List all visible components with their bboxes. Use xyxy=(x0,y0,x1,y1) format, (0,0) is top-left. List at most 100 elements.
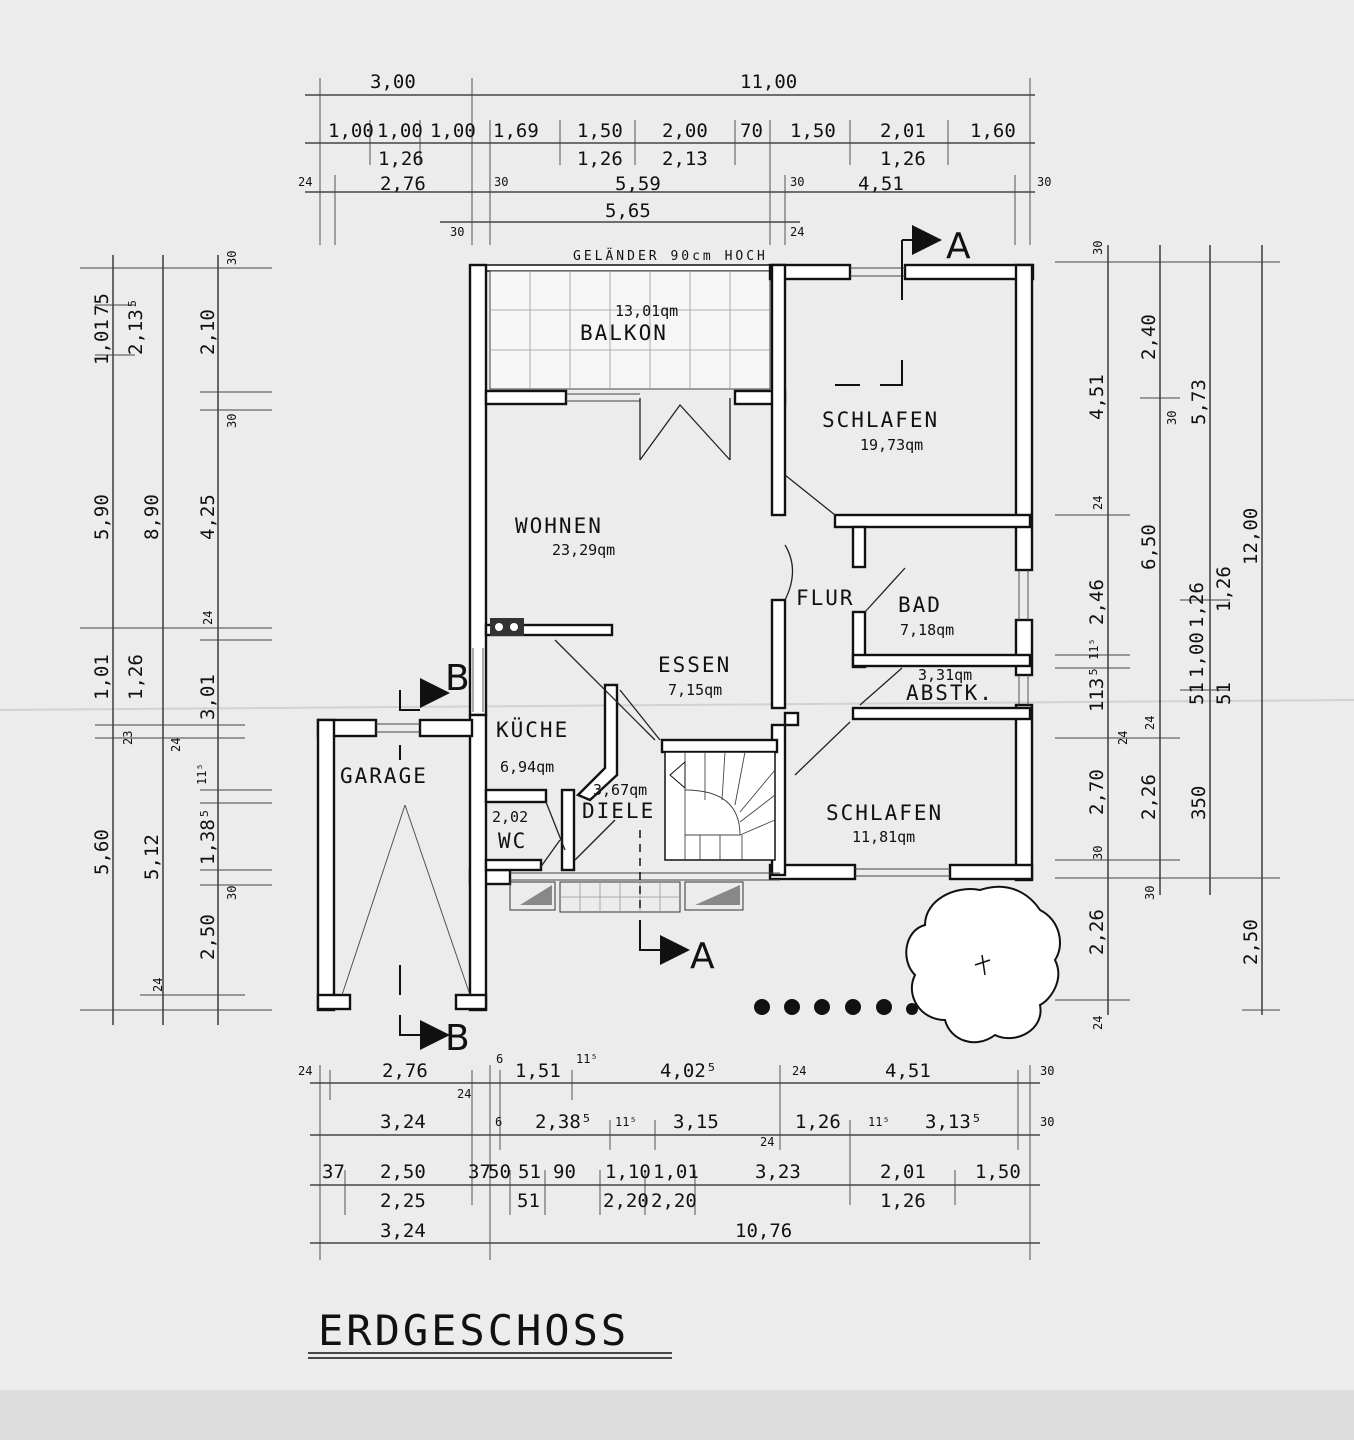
railing-note: GELÄNDER 90cm HOCH xyxy=(573,248,768,264)
dim-text: 4,25 xyxy=(197,494,219,540)
wall xyxy=(468,713,488,1012)
dim-text: 51 xyxy=(1186,682,1208,705)
wall xyxy=(560,788,576,872)
staircase xyxy=(664,751,776,861)
section-arrow-b-top xyxy=(420,678,450,708)
dimension-text-bottom: 24 2,76 24 6 1,51 11⁵ 4,02⁵ 24 4,51 30 3… xyxy=(298,1052,1054,1242)
section-label-b: B xyxy=(445,1018,470,1059)
dim-text: 2,50 xyxy=(197,914,219,960)
wall xyxy=(316,993,352,1011)
dim-text: 2,46 xyxy=(1086,579,1108,625)
dim-text: 24 xyxy=(1091,1016,1105,1030)
dim-text: 1,26 xyxy=(795,1111,841,1133)
dim-text: 1,01 xyxy=(653,1161,699,1183)
dim-text: 30 xyxy=(225,251,239,265)
dim-text: 30 xyxy=(494,175,508,189)
dim-text: 10,76 xyxy=(735,1220,792,1242)
wall xyxy=(768,863,857,881)
door-swing xyxy=(619,689,661,741)
room-label: KÜCHE xyxy=(496,717,569,742)
door-swing xyxy=(784,544,794,601)
dimension-lines-right xyxy=(1055,245,1280,1015)
dim-text: 1,01 xyxy=(91,654,113,700)
dim-text: 2,76 xyxy=(382,1060,428,1082)
wall xyxy=(418,718,474,738)
wall xyxy=(484,623,614,637)
dim-text: 5,90 xyxy=(91,494,113,540)
dim-text: 50 xyxy=(488,1161,511,1183)
dim-text: 24 xyxy=(760,1135,774,1149)
dim-text: 51 xyxy=(1213,682,1235,705)
dim-text: 30 xyxy=(450,225,464,239)
dim-text: 2,13 xyxy=(662,148,708,170)
dim-text: 6,50 xyxy=(1138,524,1160,570)
section-label-a: A xyxy=(690,936,715,977)
dim-text: 3,15 xyxy=(673,1111,719,1133)
dim-text: 24 xyxy=(457,1087,471,1101)
room-area: 23,29qm xyxy=(552,541,615,559)
dim-text: 90 xyxy=(553,1161,576,1183)
dim-text: 6 xyxy=(496,1052,503,1066)
windows xyxy=(376,267,1029,881)
section-lines xyxy=(399,225,942,1050)
dim-text: 24 xyxy=(201,611,215,625)
doors xyxy=(539,398,906,869)
dim-text: 3,24 xyxy=(380,1111,426,1133)
dim-text: 37 xyxy=(468,1161,491,1183)
dimension-text-left: 1,01 75 5,90 1,01 23 5,60 2,13⁵ 8,90 1,2… xyxy=(91,251,239,992)
dimension-text-top: 3,00 11,00 1,00 1,00 1,00 1,69 1,50 2,00… xyxy=(298,71,1051,239)
paper-fold xyxy=(0,1390,1354,1440)
balcony-railing xyxy=(469,264,776,272)
dim-text: 51 xyxy=(518,1161,541,1183)
dim-text: 1,51 xyxy=(515,1060,561,1082)
dim-text: 1,26 xyxy=(880,148,926,170)
room-label: DIELE xyxy=(582,799,655,823)
wall xyxy=(1014,263,1034,572)
dim-text: 3,13⁵ xyxy=(925,1111,982,1133)
balcony-floor xyxy=(489,270,771,390)
dim-text: 8,90 xyxy=(141,494,163,540)
dim-text: 2,25 xyxy=(380,1190,426,1212)
entrance-steps xyxy=(509,881,744,913)
dim-text: 24 xyxy=(169,738,183,752)
door-swing xyxy=(574,819,616,861)
room-label: GARAGE xyxy=(340,764,428,788)
wall xyxy=(484,389,568,406)
dim-text: 2,10 xyxy=(197,309,219,355)
dim-text: 30 xyxy=(1040,1115,1054,1129)
dim-text: 2,26 xyxy=(1138,774,1160,820)
dim-text: 1,50 xyxy=(577,120,623,142)
dim-text: 1,26 xyxy=(880,1190,926,1212)
dim-text: 1,26 xyxy=(125,654,147,700)
door-swing xyxy=(864,567,906,613)
dim-text: 2,38⁵ xyxy=(535,1111,592,1133)
dim-text: 5,65 xyxy=(605,200,651,222)
dim-text: 1,38⁵ xyxy=(197,808,219,865)
door-swing xyxy=(545,801,566,851)
dim-text: 1,69 xyxy=(493,120,539,142)
section-label-a: A xyxy=(946,226,971,267)
dim-text: 1,00 xyxy=(1186,632,1208,678)
wall xyxy=(770,263,787,517)
dimension-lines-top xyxy=(305,78,1035,245)
dim-text: 3,24 xyxy=(380,1220,426,1242)
door-swing xyxy=(554,639,656,741)
dim-text: 2,00 xyxy=(662,120,708,142)
dim-text: 1,10 xyxy=(605,1161,651,1183)
balcony-tiles xyxy=(490,271,770,389)
drawing-title: ERDGESCHOSS xyxy=(318,1306,629,1355)
dim-text: 2,20 xyxy=(603,1190,649,1212)
dim-text: 1,26 xyxy=(378,148,424,170)
room-area: 6,94qm xyxy=(500,758,554,776)
dim-text: 24 xyxy=(298,1064,312,1078)
dim-text: 4,51 xyxy=(885,1060,931,1082)
door-swing xyxy=(859,667,903,706)
dim-text: 23 xyxy=(121,731,135,745)
dim-text: 6 xyxy=(495,1115,502,1129)
wall xyxy=(1014,703,1034,882)
dim-text: 30 xyxy=(1165,411,1179,425)
dim-text: 30 xyxy=(1143,886,1157,900)
door-swing xyxy=(794,721,851,776)
dim-text: 350 xyxy=(1188,786,1210,820)
room-label: BALKON xyxy=(580,321,668,345)
